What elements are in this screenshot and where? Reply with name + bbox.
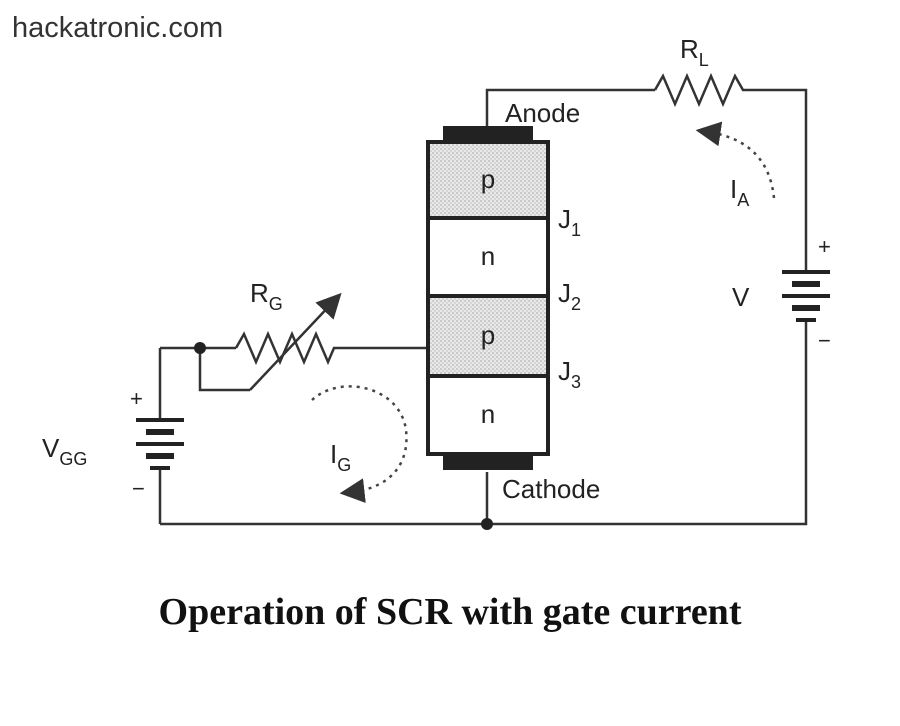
gate-battery-plus: +: [130, 386, 143, 411]
junction-j1-label: J1: [558, 204, 581, 240]
wire-rheostat-bypass: [198, 348, 250, 392]
junction-j2-label: J2: [558, 278, 581, 314]
gate-current-label: IG: [330, 439, 351, 475]
load-resistor-label: RL: [680, 34, 709, 70]
anode-label: Anode: [505, 98, 580, 128]
anode-current-arrow: [695, 121, 776, 199]
cathode-label: Cathode: [502, 474, 600, 504]
wire-load-to-battery: [748, 88, 808, 272]
layer-p2-label: p: [481, 320, 495, 350]
watermark: hackatronic.com: [12, 12, 224, 44]
scr-device: p n p n: [426, 126, 550, 470]
supply-battery: [782, 270, 830, 322]
supply-battery-plus: +: [818, 234, 831, 259]
wires: [158, 88, 808, 526]
supply-battery-minus: −: [818, 328, 831, 353]
wire-battery-to-return: [160, 322, 808, 526]
gate-resistor-label: RG: [250, 278, 283, 314]
gate-node-dot: [194, 342, 206, 354]
rheostat-arrow: [249, 292, 342, 391]
cathode-node-dot: [481, 518, 493, 530]
gate-resistor: [234, 330, 338, 366]
layer-n1-label: n: [481, 241, 495, 271]
anode-terminal: [443, 126, 533, 142]
gate-battery: [136, 418, 184, 470]
layer-n2-label: n: [481, 399, 495, 429]
wire-anode-to-load: [485, 88, 655, 126]
figure-caption: Operation of SCR with gate current: [158, 591, 742, 633]
layer-p2: [426, 294, 550, 378]
gate-battery-minus: −: [132, 476, 145, 501]
supply-battery-label: V: [732, 282, 750, 312]
gate-battery-label: VGG: [42, 433, 87, 469]
layer-n2: [426, 374, 550, 456]
anode-current-label: IA: [730, 174, 749, 210]
wire-vgg-top: [158, 346, 200, 420]
junction-j3-label: J3: [558, 356, 581, 392]
layer-p1-label: p: [481, 164, 495, 194]
load-resistor: [653, 72, 748, 108]
gate-current-arrow: [311, 385, 408, 504]
cathode-terminal: [443, 454, 533, 470]
